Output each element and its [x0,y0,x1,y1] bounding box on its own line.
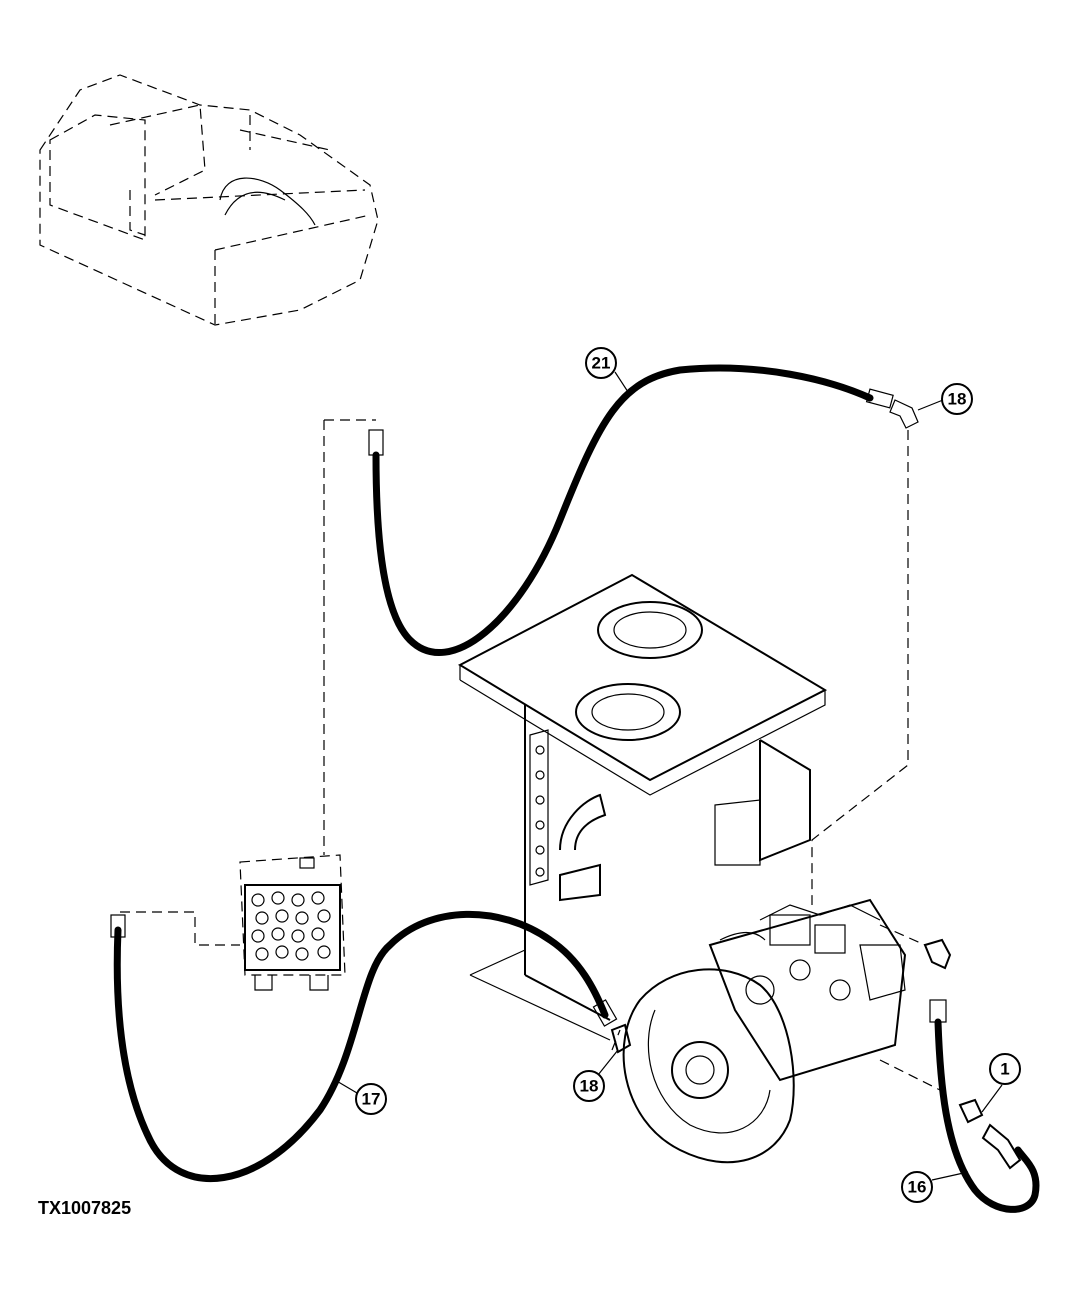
elbow-fitting-16-top [923,938,952,1023]
callout-1: 1 [989,1053,1021,1085]
callout-16-label: 16 [908,1178,927,1197]
hose-16 [934,1018,1040,1213]
callout-17: 17 [334,1079,387,1115]
callout-1-label: 1 [1000,1060,1009,1079]
hydraulic-pump-assembly [610,898,907,1164]
leader-lines [120,419,941,1091]
adapter-fitting-1 [958,1084,1003,1124]
callout-21-label: 21 [592,354,611,373]
hose-17 [110,910,618,1183]
hose-17-end-fitting-left [110,914,126,938]
callout-17-label: 17 [362,1090,381,1109]
callout-18-bottom-label: 18 [580,1077,599,1096]
hose-21 [368,364,894,656]
elbow-fitting-18-bottom [610,1023,632,1054]
callout-21: 21 [585,347,631,396]
mounting-frame [457,573,828,1041]
hose-21-end-fitting-left [368,429,384,456]
figure-id: TX1007825 [38,1198,132,1218]
hose-17-end-fitting-right [592,999,618,1027]
callout-18-bottom: 18 [573,1049,619,1102]
callout-18-top: 18 [917,383,973,415]
hose-21-end-fitting-right [865,388,894,409]
hose-16-elbow-end [981,1123,1022,1170]
callout-18-top-label: 18 [948,390,967,409]
elbow-fitting-18-top [889,399,919,429]
callout-16: 16 [901,1171,969,1203]
pilot-control-valve [239,854,346,991]
machine-locator-illustration [39,74,379,326]
